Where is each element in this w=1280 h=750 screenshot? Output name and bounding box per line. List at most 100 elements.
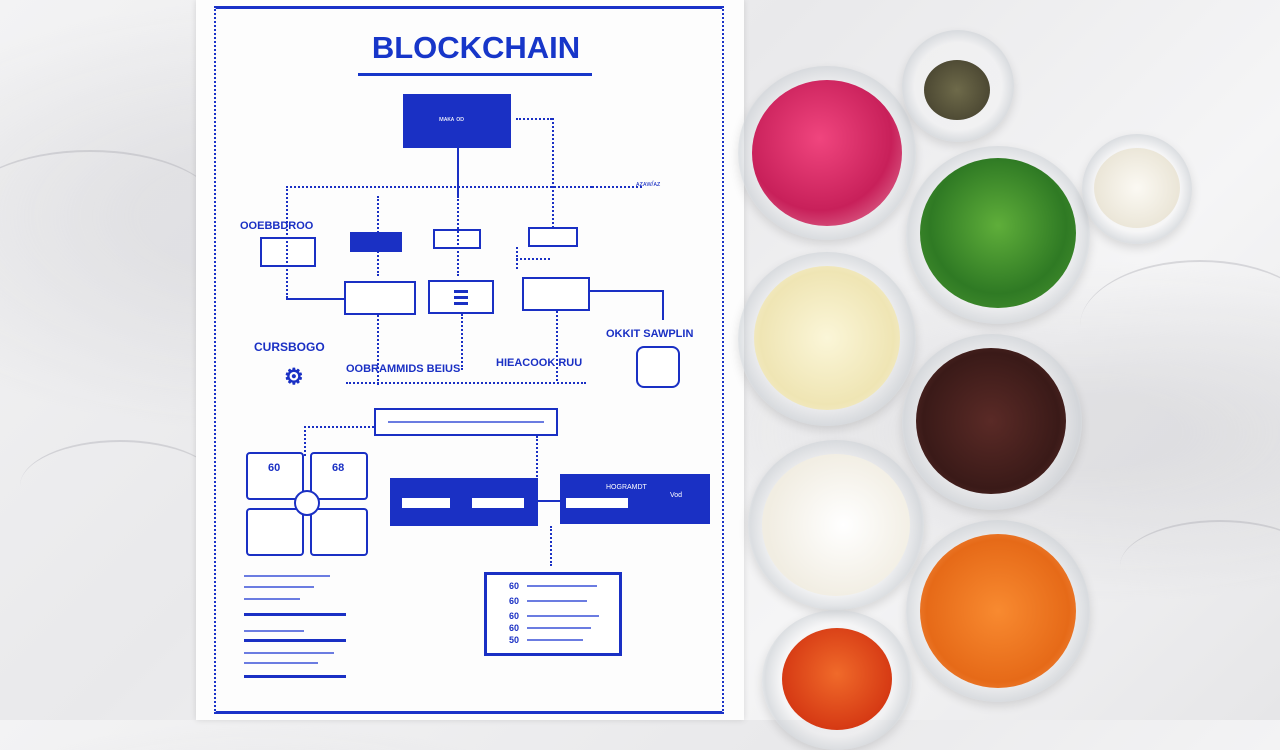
icon-bar <box>454 290 468 293</box>
dark-block-right: HOGRAMDT Vod <box>560 474 710 524</box>
card <box>310 508 368 556</box>
dark-block-left <box>390 478 538 526</box>
text-line <box>244 598 300 600</box>
list-number: 60 <box>509 596 520 606</box>
card: 68 <box>310 452 368 500</box>
connector <box>662 290 664 320</box>
bowl-jerky <box>902 334 1082 510</box>
node-box-5 <box>344 281 416 315</box>
bowl-fill <box>752 80 902 226</box>
bowl-parmesan <box>1082 134 1192 244</box>
bowl-fill <box>916 348 1066 494</box>
right-block-label: HOGRAMDT <box>606 484 647 491</box>
node-box-2 <box>350 232 402 252</box>
connector <box>286 186 592 188</box>
list-number: 60 <box>509 623 520 633</box>
bowl-fill <box>754 266 900 410</box>
title-underline <box>358 73 592 76</box>
poster-frame <box>214 6 724 714</box>
list-number: 60 <box>509 581 520 591</box>
connector <box>592 186 642 188</box>
right-block-tag: Vod <box>670 492 683 499</box>
bowl-lettuce <box>906 146 1090 324</box>
node-box-6 <box>428 280 494 314</box>
text-line <box>244 630 304 632</box>
connector <box>346 382 586 384</box>
chain-icon: ⚙ <box>284 364 304 389</box>
list-number: 50 <box>509 635 520 645</box>
bowl-garlic <box>738 252 916 426</box>
right-tag: ᴀᴢᴀᴡ/ᴀᴢ <box>636 181 661 188</box>
card-number: 60 <box>268 462 281 474</box>
bowl-fill <box>920 534 1076 688</box>
text-line <box>244 652 334 654</box>
connector <box>304 426 374 428</box>
left-label-2: CURSBOGO <box>254 340 325 354</box>
connector <box>286 298 344 300</box>
text-line <box>527 585 597 587</box>
marble-vein <box>1080 260 1280 392</box>
text-line <box>527 627 591 629</box>
node-box-7 <box>522 277 590 311</box>
mid-label-2: HIEACOOK RUU <box>496 357 583 369</box>
text-line <box>244 675 346 678</box>
connector <box>457 148 459 196</box>
connector <box>286 186 288 298</box>
connector <box>461 314 463 370</box>
card: 60 <box>246 452 304 500</box>
connector <box>457 196 459 276</box>
icon-bar <box>454 302 468 305</box>
text-line <box>244 575 330 577</box>
text-line <box>244 586 314 588</box>
text-line <box>527 615 599 617</box>
poster-title: BLOCKCHAIN <box>371 30 581 65</box>
wide-box <box>374 408 558 436</box>
text-line <box>388 421 544 423</box>
connector <box>590 290 662 292</box>
top-block-label: ᴍᴀᴋᴀ ᴏᴅ <box>439 116 464 123</box>
text-line <box>402 498 450 508</box>
text-line <box>527 600 587 602</box>
node-box-1 <box>260 237 316 267</box>
card-number: 68 <box>332 462 345 474</box>
text-line <box>472 498 524 508</box>
connector <box>516 258 550 260</box>
card-hub <box>294 490 320 516</box>
hex-node <box>636 346 680 388</box>
marble-vein <box>20 440 220 532</box>
card <box>246 508 304 556</box>
bowl-carrots <box>906 520 1090 702</box>
connector <box>536 436 538 480</box>
bowl-fill <box>920 158 1076 308</box>
connector <box>377 315 379 385</box>
bowl-fill <box>762 454 910 596</box>
bowl-pickled-onion <box>738 66 916 240</box>
bowl-fill <box>924 60 990 120</box>
right-label: OKKIT SAWPLIN <box>606 328 694 340</box>
connector <box>552 118 554 228</box>
connector <box>550 526 552 566</box>
text-line <box>244 613 346 616</box>
marble-vein <box>0 150 220 272</box>
connector <box>304 426 306 456</box>
blockchain-poster: BLOCKCHAIN ᴍᴀᴋᴀ ᴏᴅ ᴀᴢᴀᴡ/ᴀᴢ OOEBBDROO CUR… <box>196 0 744 720</box>
connector <box>556 311 558 381</box>
node-box-4 <box>528 227 578 247</box>
connector <box>516 118 552 120</box>
list-box: 60 60 60 60 50 <box>484 572 622 656</box>
bowl-fill <box>1094 148 1180 228</box>
connector <box>538 500 560 502</box>
text-line <box>527 639 583 641</box>
left-label-1: OOEBBDROO <box>240 220 314 232</box>
bowl-mayonnaise <box>748 440 924 610</box>
bowl-pepper <box>902 30 1014 142</box>
text-line <box>244 639 346 642</box>
icon-bar <box>454 296 468 299</box>
top-block: ᴍᴀᴋᴀ ᴏᴅ <box>403 94 511 148</box>
list-number: 60 <box>509 611 520 621</box>
text-line <box>244 662 318 664</box>
bowl-hot-sauce <box>762 610 912 750</box>
marble-vein <box>1120 520 1280 612</box>
bowl-fill <box>782 628 892 730</box>
mid-label: OOBRAMMIDS BEIUS <box>346 363 461 375</box>
